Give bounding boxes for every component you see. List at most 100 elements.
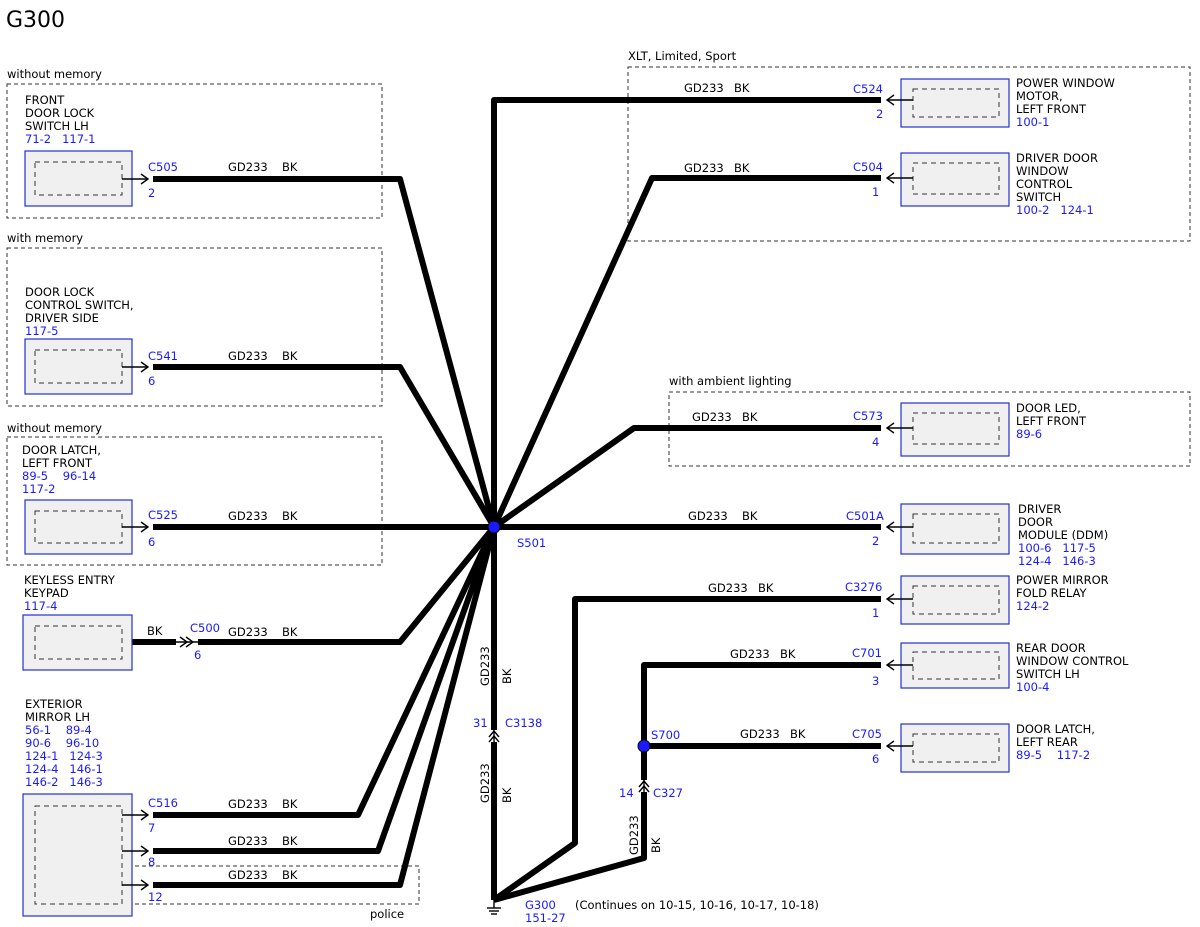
component-door-led-left-front[interactable]	[885, 402, 1010, 457]
wire-label-c516-7-color: BK	[282, 797, 298, 811]
wire-label-c500-color: BK	[282, 625, 298, 639]
wire-c504	[491, 175, 881, 529]
component-refs-power-mirror-fold-relay: 124-2	[1016, 599, 1049, 613]
connector-c505-id: C505	[148, 160, 178, 174]
connector-c3138-id: C3138	[505, 716, 542, 730]
connector-c516-pin-8: 8	[148, 855, 155, 869]
page-title: G300	[6, 8, 66, 33]
component-refs-rear-door-window-switch: 100-4	[1016, 680, 1049, 694]
connector-c327-symbol	[638, 779, 650, 793]
option-box-with-memory	[6, 247, 383, 407]
component-refs-front-door-lock-switch: 71-2 117-1	[25, 132, 95, 146]
connector-c516-pin-7: 7	[148, 821, 155, 835]
connector-c500-symbol	[176, 636, 198, 648]
splice-s501-label: S501	[517, 536, 546, 550]
wire-label-c701-color: BK	[780, 647, 796, 661]
component-refs-exterior-mirror-lh: 56-1 89-4 90-6 96-10 124-1 124-3 124-4 1…	[0, 0, 121, 789]
wire-label-c500-circuit: GD233	[228, 625, 268, 639]
connector-c501a-pin: 2	[872, 534, 879, 548]
connector-c525-pin: 6	[148, 535, 155, 549]
wire-label-c516-12-color: BK	[282, 868, 298, 882]
option-label-without-memory-2: without memory	[7, 421, 102, 435]
connector-c501a-id: C501A	[846, 509, 884, 523]
wire-label-c525-circuit: GD233	[228, 509, 268, 523]
component-label-exterior-mirror-lh: EXTERIOR MIRROR LH	[25, 697, 90, 724]
wire-label-c705-color: BK	[790, 727, 806, 741]
connector-c705-pin: 6	[872, 752, 879, 766]
wire-c505	[153, 176, 497, 528]
wire-label-c504-color: BK	[734, 161, 750, 175]
wire-label-c524-circuit: GD233	[684, 81, 724, 95]
wire-c327-to-g300	[493, 792, 647, 903]
component-refs-driver-door-module: 100-6 117-5 124-4 146-3	[1018, 541, 1096, 568]
wire-c516-12	[153, 526, 497, 888]
wire-label-c573-circuit: GD233	[692, 410, 732, 424]
component-refs-door-latch-left-rear: 89-5 117-2	[1016, 748, 1090, 762]
connector-c541-id: C541	[148, 349, 178, 363]
wire-label-c516-8-color: BK	[282, 834, 298, 848]
component-rear-door-window-switch[interactable]	[885, 642, 1010, 689]
component-label-door-led-left-front: DOOR LED, LEFT FRONT	[1016, 401, 1087, 428]
component-label-driver-door-module: DRIVER DOOR MODULE (DDM)	[1018, 502, 1108, 542]
component-door-latch-left-rear[interactable]	[885, 723, 1010, 773]
wire-label-c327-color: BK	[649, 837, 663, 853]
component-refs-driver-door-window-switch: 100-2 124-1	[1016, 203, 1094, 217]
connector-c3138-pin: 31	[473, 716, 488, 730]
component-label-door-latch-left-rear: DOOR LATCH, LEFT REAR	[1016, 722, 1099, 749]
wire-c524	[491, 97, 881, 527]
splice-s700-dot	[637, 739, 651, 753]
splice-s501-dot	[487, 520, 501, 534]
component-label-door-latch-left-front: DOOR LATCH, LEFT FRONT	[22, 443, 105, 470]
wire-label-c501a-circuit: GD233	[688, 509, 728, 523]
wire-c541	[153, 364, 497, 529]
wire-label-c516-8-circuit: GD233	[228, 834, 268, 848]
connector-c701-id: C701	[852, 646, 882, 660]
component-front-door-lock-switch[interactable]	[24, 150, 150, 207]
connector-c524-pin: 2	[876, 107, 883, 121]
wire-label-c327-circuit: GD233	[627, 815, 641, 855]
wire-label-c516-12-circuit: GD233	[228, 868, 268, 882]
component-driver-door-module[interactable]	[885, 503, 1010, 555]
component-door-lock-control-switch[interactable]	[24, 338, 150, 395]
wire-label-c505-color: BK	[282, 160, 298, 174]
component-refs-door-latch-left-front: 89-5 96-14 117-2	[0, 0, 114, 496]
wire-label-c524-color: BK	[734, 81, 750, 95]
ground-g300-id: G300	[525, 898, 556, 912]
connector-c3138-symbol	[488, 729, 500, 743]
component-door-latch-left-front[interactable]	[24, 499, 150, 555]
wire-label-c541-circuit: GD233	[228, 349, 268, 363]
component-exterior-mirror-lh[interactable]	[22, 793, 150, 917]
component-power-window-motor[interactable]	[885, 78, 1010, 128]
wire-c516-8	[153, 525, 497, 854]
wire-label-c3276-color: BK	[758, 581, 774, 595]
component-label-driver-door-window-switch: DRIVER DOOR WINDOW CONTROL SWITCH	[1016, 151, 1102, 204]
component-keyless-entry-keypad[interactable]	[22, 614, 133, 671]
component-label-power-window-motor: POWER WINDOW MOTOR, LEFT FRONT	[1016, 76, 1119, 116]
wire-label-c705-circuit: GD233	[740, 727, 780, 741]
component-label-front-door-lock-switch: FRONT DOOR LOCK SWITCH LH	[25, 93, 98, 133]
component-power-mirror-fold-relay[interactable]	[885, 575, 1010, 625]
wire-c573	[492, 425, 881, 530]
connector-c701-pin: 3	[872, 674, 879, 688]
wire-c3276	[492, 596, 881, 903]
component-refs-power-window-motor: 100-1	[1016, 115, 1049, 129]
connector-c705-id: C705	[852, 727, 882, 741]
component-refs-door-led-left-front: 89-6	[1016, 427, 1042, 441]
wire-label-c701-circuit: GD233	[730, 647, 770, 661]
component-label-door-lock-control-switch: DOOR LOCK CONTROL SWITCH, DRIVER SIDE	[25, 285, 137, 325]
wire-label-c501a-color: BK	[742, 509, 758, 523]
component-driver-door-window-switch[interactable]	[885, 152, 1010, 207]
wire-label-c504-circuit: GD233	[684, 161, 724, 175]
connector-c504-id: C504	[853, 160, 883, 174]
ground-g300-ref: 151-27	[525, 911, 566, 925]
wire-c701	[641, 662, 881, 746]
connector-c573-id: C573	[853, 409, 883, 423]
connector-c327-id: C327	[653, 786, 683, 800]
option-label-with-memory: with memory	[7, 231, 83, 245]
connector-c573-pin: 4	[872, 435, 879, 449]
component-label-power-mirror-fold-relay: POWER MIRROR FOLD RELAY	[1016, 573, 1112, 600]
wire-label-s501-circuit: GD233	[478, 646, 492, 686]
wire-label-c505-circuit: GD233	[228, 160, 268, 174]
wire-label-c516-7-circuit: GD233	[228, 797, 268, 811]
